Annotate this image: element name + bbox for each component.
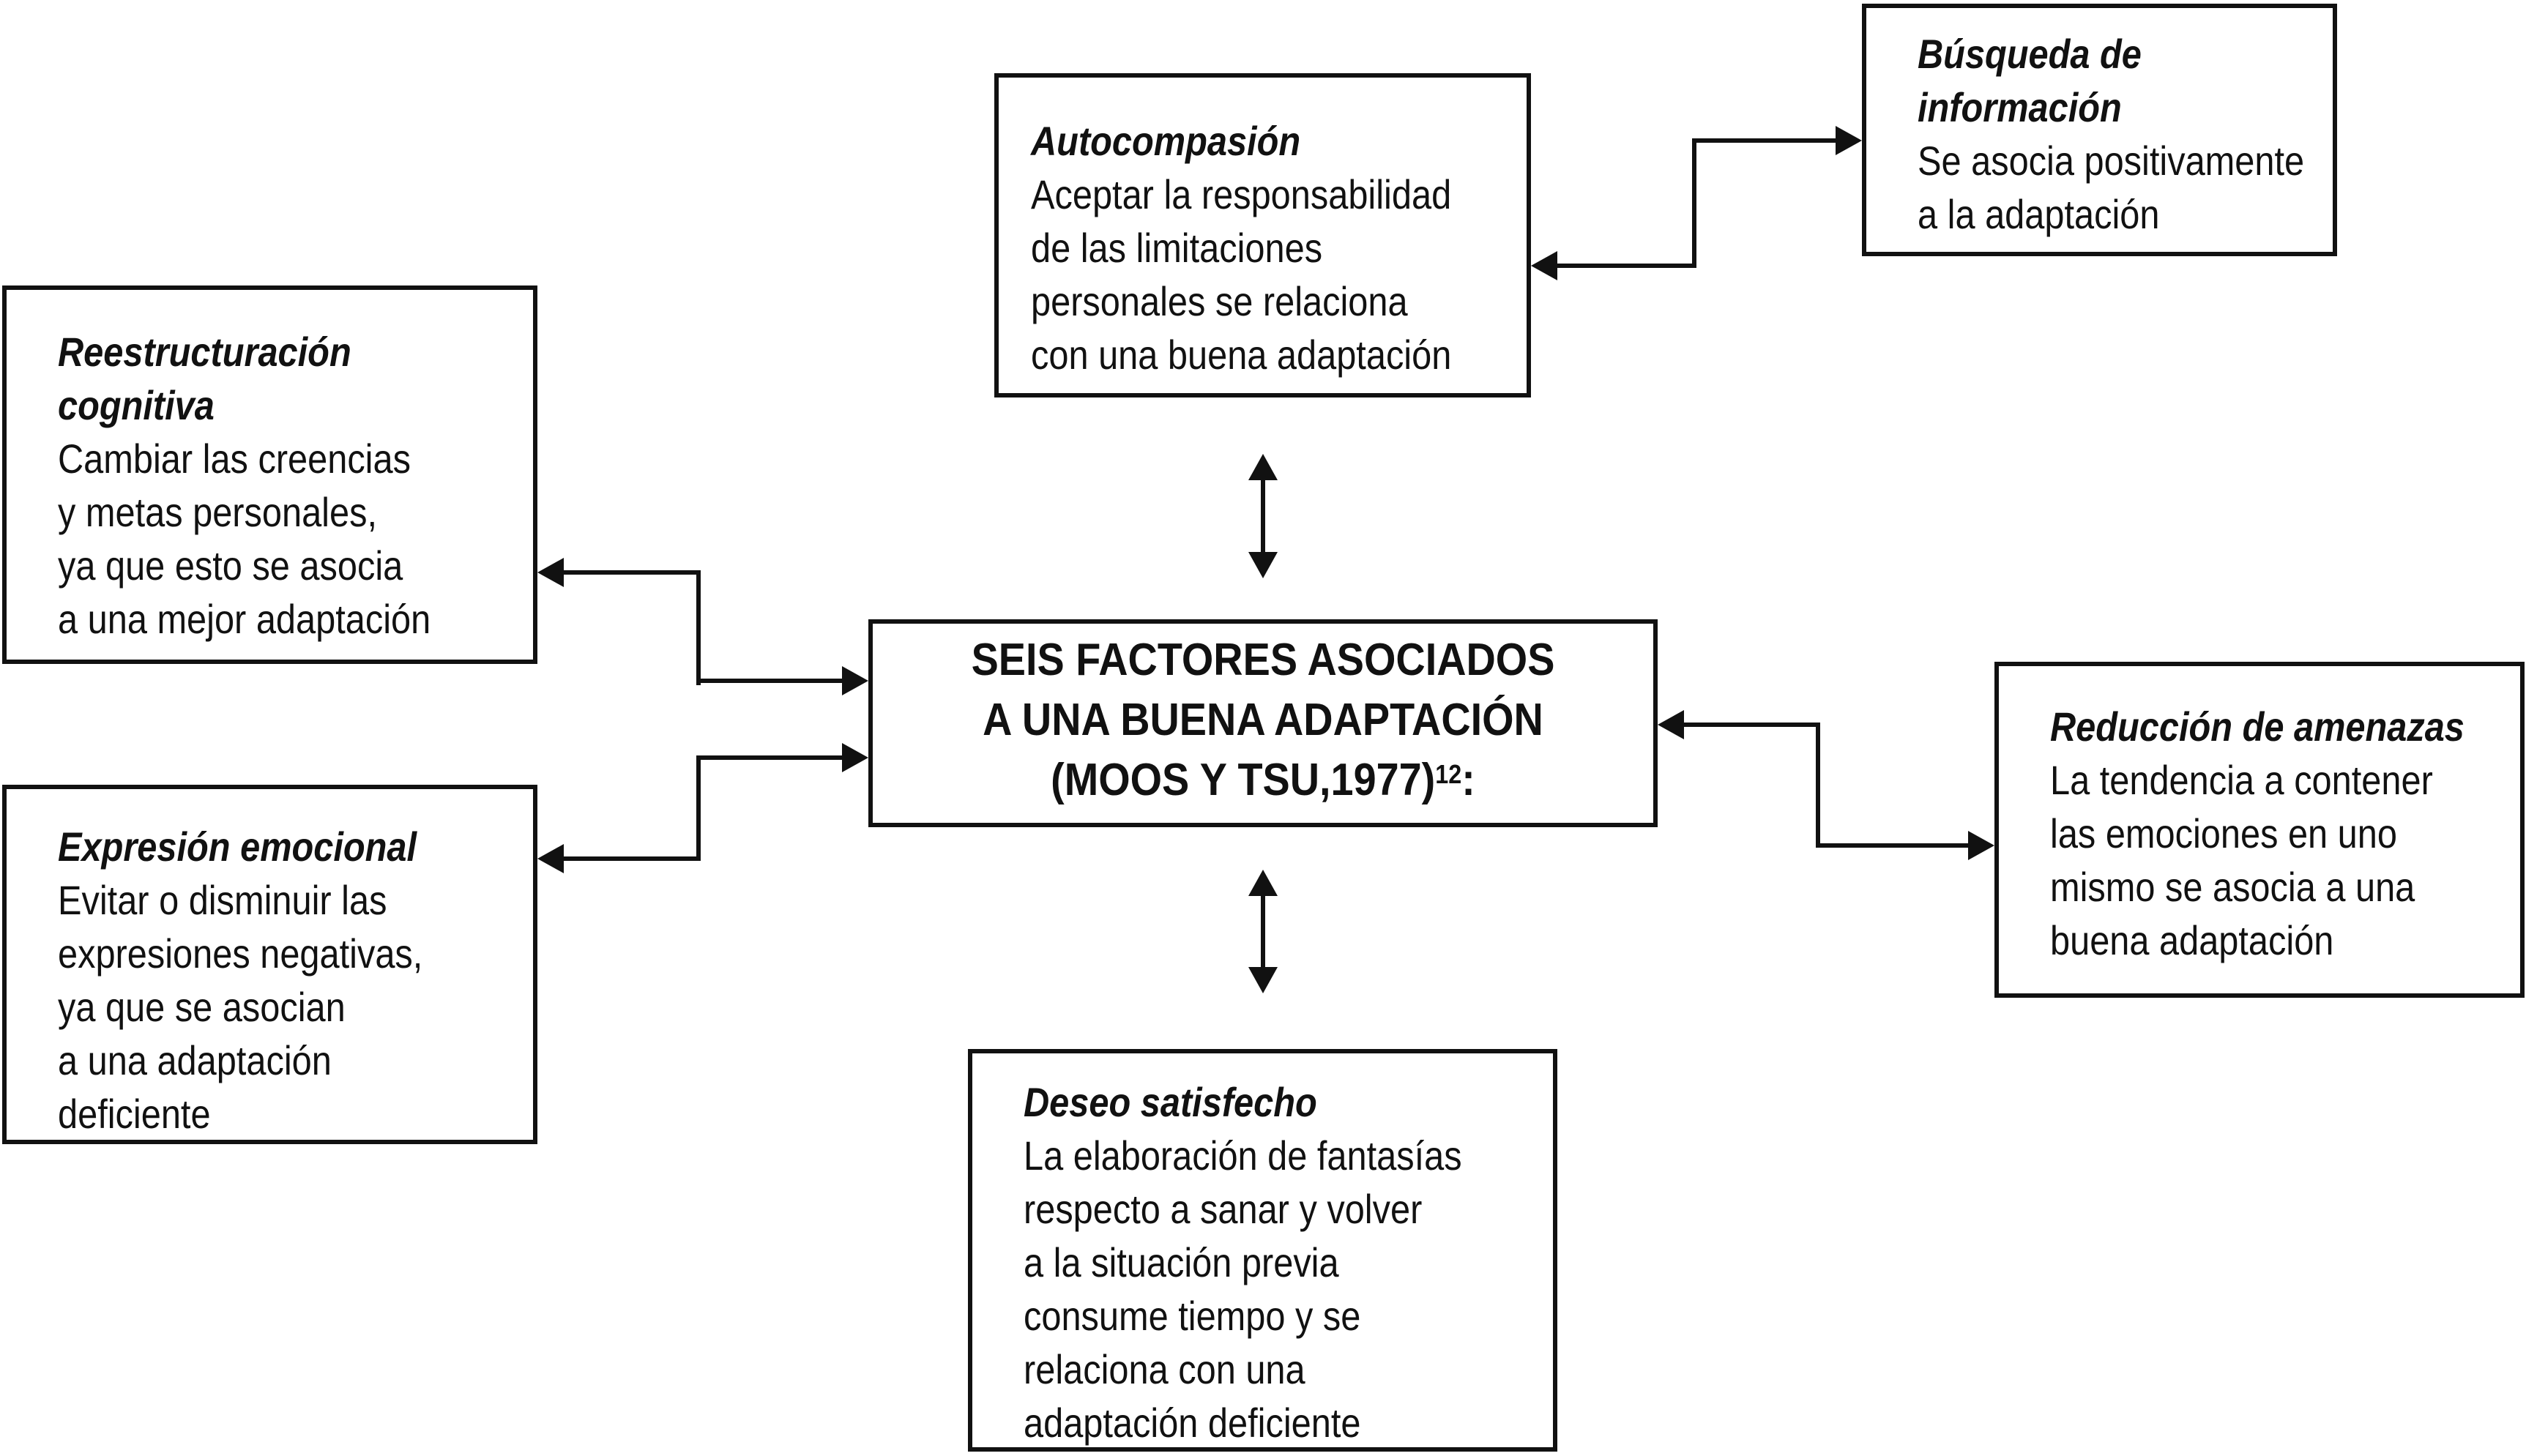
central-line: SEIS FACTORES ASOCIADOS — [971, 635, 1555, 685]
node-body-line: de las limitaciones — [1031, 225, 1323, 271]
node-body-line: Cambiar las creencias — [58, 436, 411, 482]
node-title: Expresión emocional — [58, 824, 417, 870]
arrowhead-right-to-central-upper — [842, 666, 868, 695]
node-body-line: La tendencia a contener — [2050, 757, 2433, 803]
arrowhead-right-to-busqueda — [1836, 126, 1862, 155]
node-body-line: a la adaptación — [1918, 191, 2160, 237]
connector-central-autocompasion-segment — [1261, 476, 1265, 560]
node-busqueda-informacion: Búsqueda de información Se asocia positi… — [1862, 4, 2337, 256]
arrowhead-left-to-reestructuracion — [537, 558, 564, 587]
node-body-line: Aceptar la responsabilidad — [1031, 171, 1452, 217]
arrowhead-left-to-expresion — [537, 844, 564, 873]
connector-central-reduccion-segment-h1 — [1681, 723, 1820, 727]
node-body-line: consume tiempo y se — [1024, 1293, 1361, 1339]
connector-central-deseo-segment — [1261, 892, 1265, 974]
node-body-line: relaciona con una — [1024, 1346, 1305, 1392]
node-body-line: respecto a sanar y volver — [1024, 1186, 1423, 1232]
connector-autocompasion-busqueda-segment-v — [1692, 138, 1696, 268]
node-body-line: Se asocia positivamente — [1918, 138, 2305, 184]
connector-expresion-central-segment-v — [696, 755, 701, 861]
node-title: Deseo satisfecho — [1024, 1079, 1317, 1125]
node-body-line: las emociones en uno — [2050, 810, 2397, 856]
node-title: Reducción de amenazas — [2050, 703, 2464, 750]
node-expresion-emocional: Expresión emocional Evitar o disminuir l… — [2, 785, 537, 1144]
node-body-line: expresiones negativas, — [58, 930, 423, 977]
node-body-line: buena adaptación — [2050, 917, 2334, 963]
node-title: Reestructuración — [58, 329, 351, 375]
central-line: A UNA BUENA ADAPTACIÓN — [983, 695, 1543, 745]
citation-text: (MOOS Y TSU,1977) — [1051, 755, 1436, 805]
connector-reestructuracion-central-segment-h1 — [561, 570, 701, 575]
node-autocompasion: Autocompasión Aceptar la responsabilidad… — [994, 73, 1531, 397]
node-body-line: a la situación previa — [1024, 1239, 1339, 1285]
connector-reestructuracion-central-segment-v — [696, 570, 701, 685]
connector-expresion-central-segment-h1 — [696, 755, 842, 760]
connector-central-reduccion-segment-v — [1816, 723, 1820, 848]
node-deseo-satisfecho: Deseo satisfecho La elaboración de fanta… — [968, 1049, 1557, 1452]
node-title: cognitiva — [58, 382, 215, 428]
arrowhead-left-to-central — [1658, 710, 1684, 739]
arrowhead-right-to-reduccion — [1968, 831, 1994, 860]
node-reduccion-amenazas: Reducción de amenazas La tendencia a con… — [1994, 662, 2525, 998]
node-body-line: con una buena adaptación — [1031, 332, 1452, 378]
connector-autocompasion-busqueda-segment-h1 — [1553, 264, 1696, 268]
node-title: información — [1918, 84, 2122, 130]
node-body-line: adaptación deficiente — [1024, 1400, 1361, 1446]
node-reestructuracion-cognitiva: Reestructuración cognitiva Cambiar las c… — [2, 285, 537, 664]
node-title: Autocompasión — [1031, 118, 1301, 164]
node-body-line: mismo se asocia a una — [2050, 864, 2415, 910]
connector-central-reduccion-segment-h2 — [1816, 843, 1968, 848]
node-body-line: Evitar o disminuir las — [58, 877, 387, 923]
arrowhead-down-to-deseo — [1248, 967, 1278, 993]
node-title: Búsqueda de — [1918, 31, 2142, 77]
citation-superscript: 12 — [1435, 758, 1462, 789]
node-body-line: a una adaptación — [58, 1037, 332, 1083]
node-body-line: deficiente — [58, 1091, 211, 1137]
node-body-line: ya que se asocian — [58, 984, 346, 1030]
arrowhead-right-to-central-lower — [842, 743, 868, 772]
node-body-line: a una mejor adaptación — [58, 596, 431, 642]
arrowhead-down-to-central — [1248, 552, 1278, 578]
central-line-citation: (MOOS Y TSU,1977)12: — [912, 750, 1614, 816]
node-body-line: La elaboración de fantasías — [1024, 1132, 1462, 1179]
connector-reestructuracion-central-segment-h2 — [696, 679, 842, 683]
node-central-factors: SEIS FACTORES ASOCIADOS A UNA BUENA ADAP… — [868, 619, 1658, 827]
node-body-line: y metas personales, — [58, 489, 377, 535]
citation-colon: : — [1461, 755, 1475, 805]
connector-autocompasion-busqueda-segment-h2 — [1692, 138, 1838, 143]
node-body-line: personales se relaciona — [1031, 278, 1408, 324]
node-body-line: ya que esto se asocia — [58, 542, 403, 589]
connector-expresion-central-segment-h2 — [561, 856, 701, 861]
